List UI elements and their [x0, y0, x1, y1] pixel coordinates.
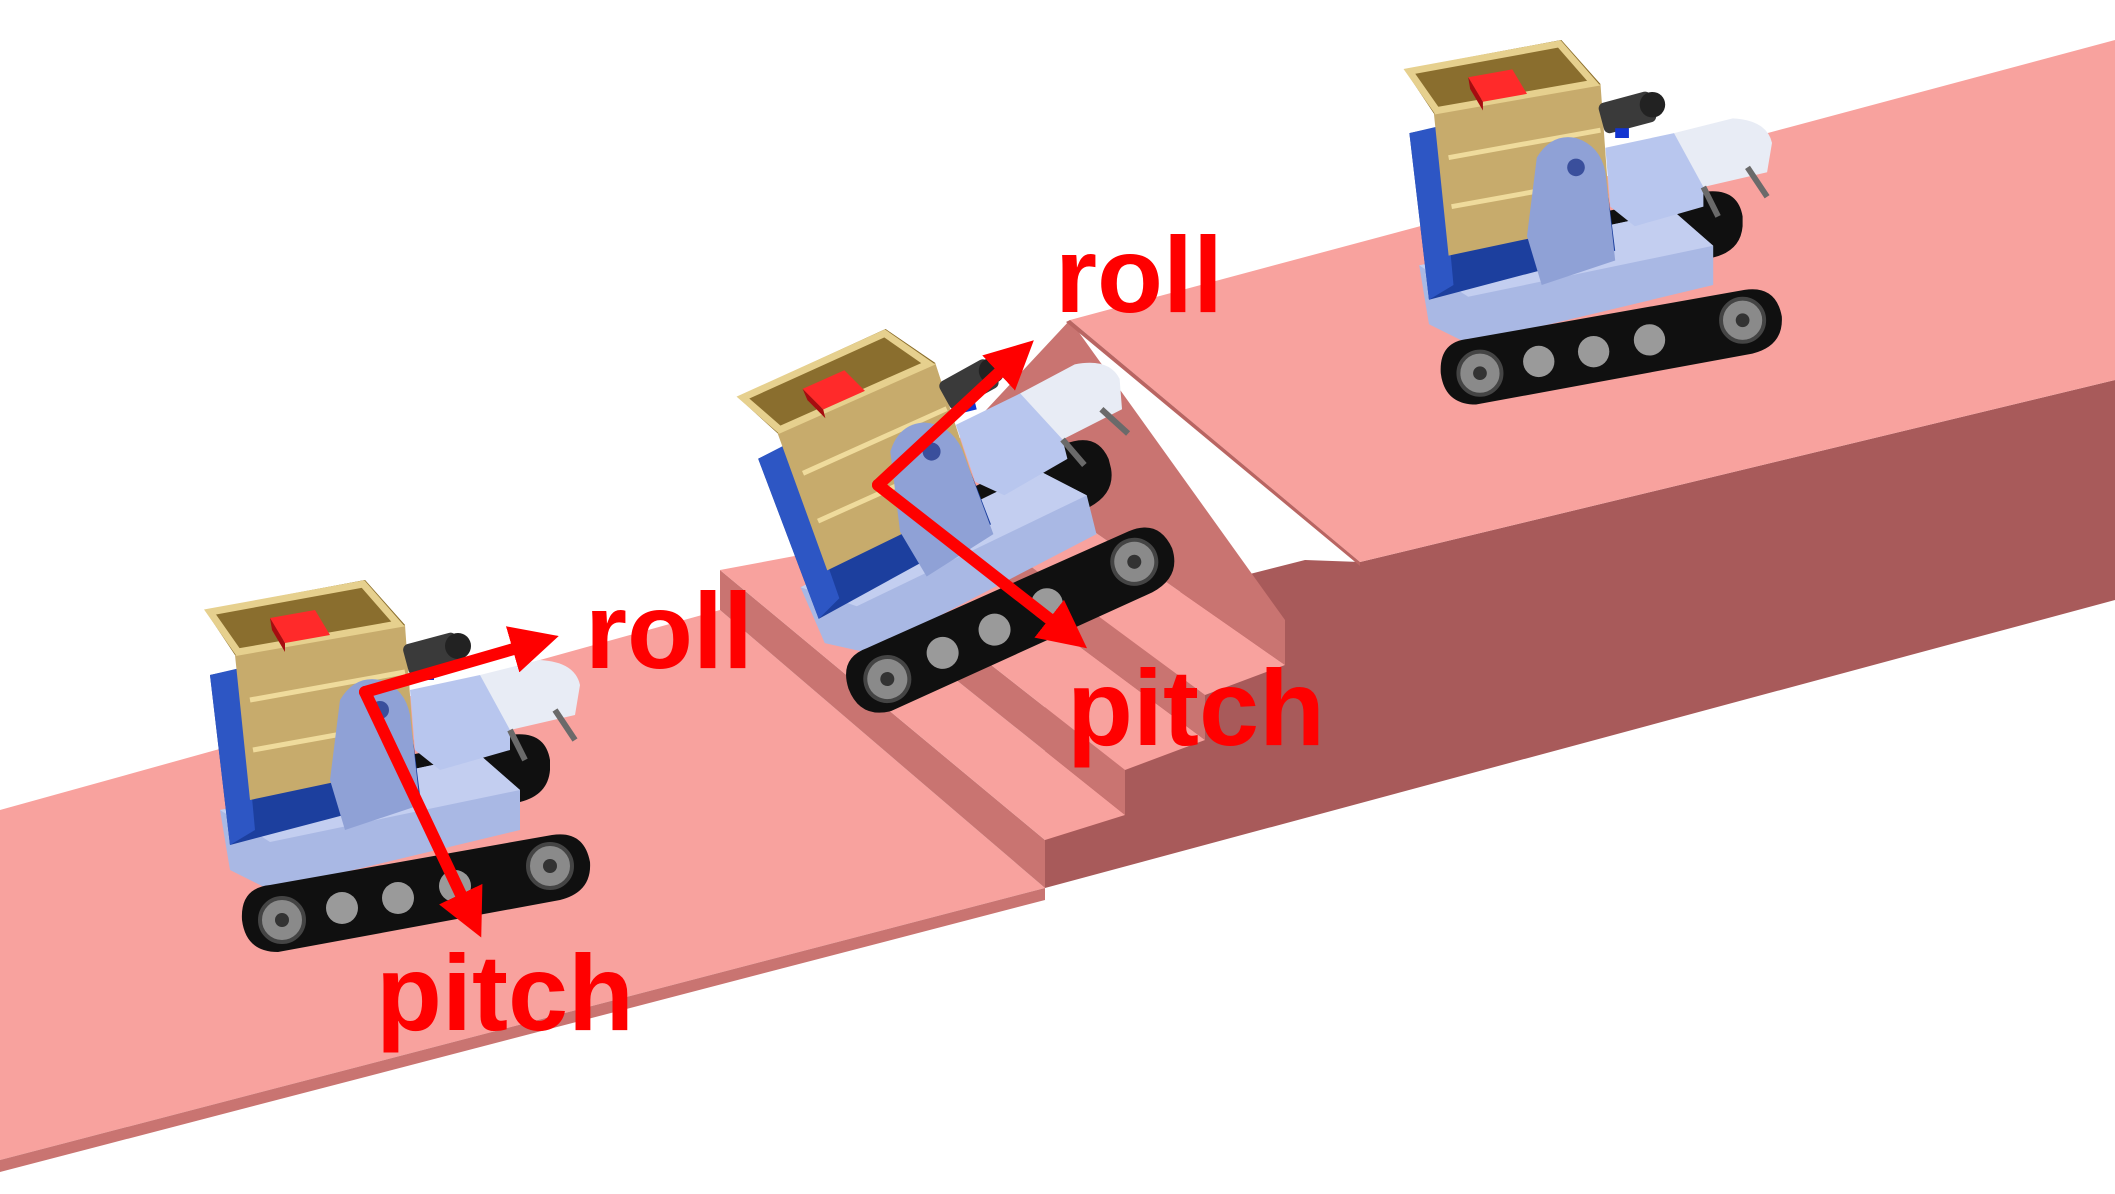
upper-landing-front-edge	[1066, 320, 1360, 566]
ground-floor-edge	[0, 888, 1045, 1172]
pitch-arrow-flat	[359, 686, 483, 938]
roll-arrow-climbing	[872, 340, 1034, 491]
pitch-label-climbing: pitch	[1067, 647, 1325, 768]
roll-label-climbing: roll	[1055, 214, 1223, 335]
roll-label-flat: roll	[585, 570, 753, 691]
axes-robot-climbing	[872, 340, 1088, 649]
roll-arrow-flat	[359, 626, 559, 698]
robot-top	[1405, 40, 1782, 405]
step-1-riser	[720, 570, 1045, 888]
pitch-label-flat: pitch	[376, 932, 634, 1053]
stair-side-wall	[1045, 380, 2115, 888]
pitch-arrow-climbing	[872, 479, 1088, 649]
tracked-robot-icon	[1405, 40, 1782, 405]
stair-structure	[0, 40, 2115, 1172]
axes-robot-flat	[359, 626, 559, 938]
